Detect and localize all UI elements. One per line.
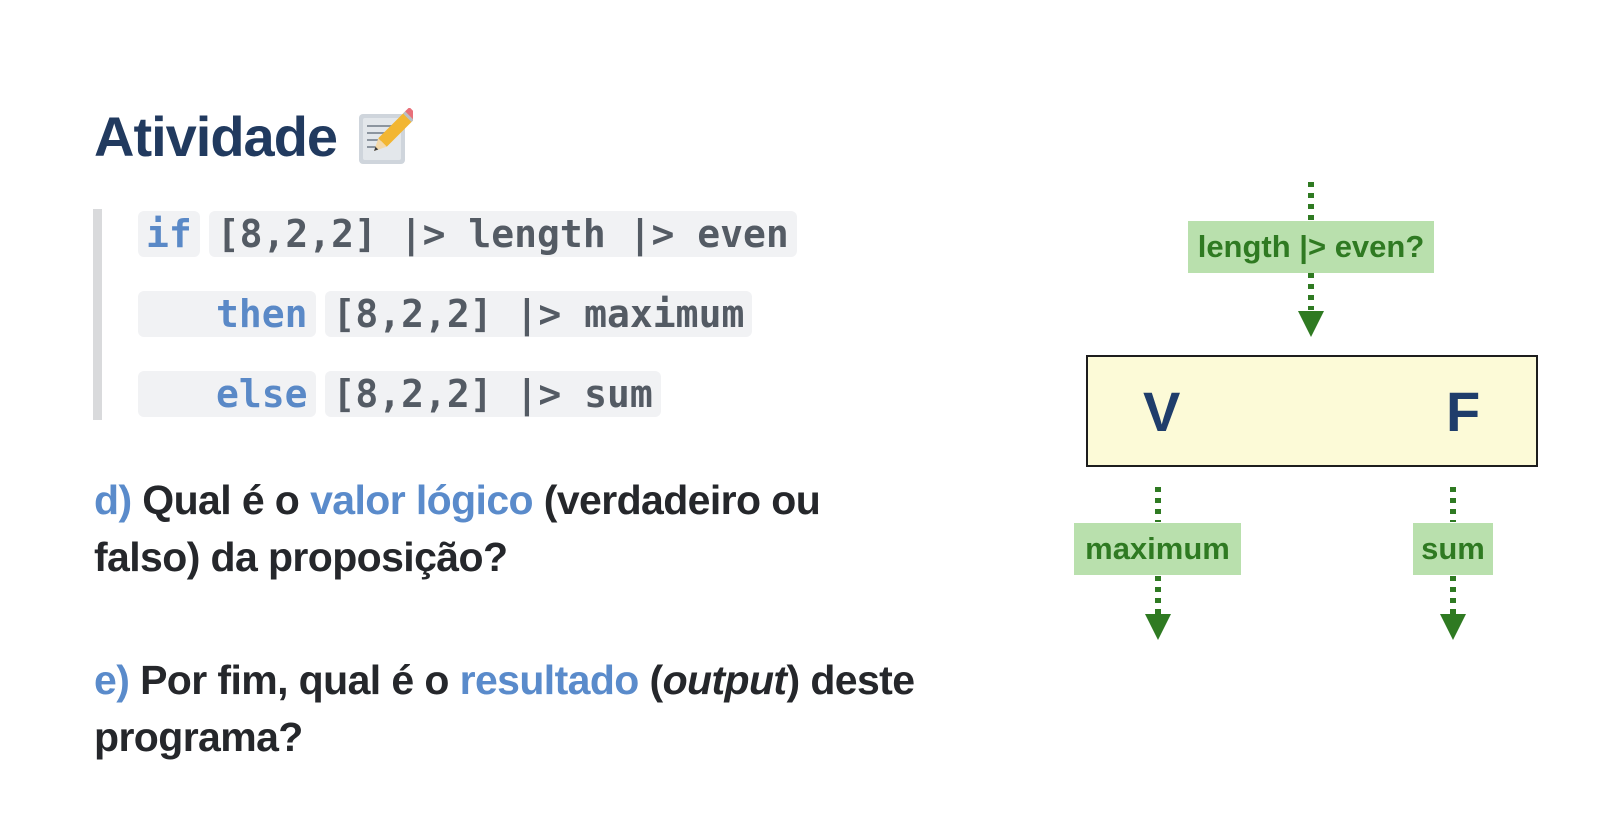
page-title: Atividade — [94, 102, 414, 172]
question-d-text-2: (verdadeiro ou falso) da proposição? — [94, 477, 821, 580]
condition-label: length |> even? — [1188, 221, 1434, 273]
question-d: d) Qual é o valor lógico (verdadeiro ou … — [94, 472, 924, 586]
decision-box: V F — [1086, 355, 1538, 467]
question-e-paren-open: ( — [649, 657, 664, 703]
question-e-highlight: resultado — [459, 657, 640, 703]
keyword-else: else — [138, 371, 316, 417]
code-if-expression: [8,2,2] |> length |> even — [208, 211, 797, 257]
code-line-then: then [8,2,2] |> maximum — [138, 291, 753, 337]
diagram-arrows — [1145, 182, 1466, 640]
code-then-expression: [8,2,2] |> maximum — [324, 291, 753, 337]
false-branch-label: sum — [1413, 523, 1493, 575]
flow-diagram: length |> even? V F maximum sum — [1060, 170, 1560, 650]
question-e-text-1: Por fim, qual é o — [140, 657, 449, 703]
question-e-label: e) — [94, 657, 130, 703]
question-e-italic: output — [662, 657, 787, 703]
question-d-highlight: valor lógico — [310, 477, 534, 523]
question-e: e) Por fim, qual é o resultado (output) … — [94, 652, 924, 766]
code-line-if: if [8,2,2] |> length |> even — [138, 211, 797, 257]
arrow-down-icon — [1440, 614, 1466, 640]
question-d-label: d) — [94, 477, 132, 523]
code-else-expression: [8,2,2] |> sum — [324, 371, 661, 417]
keyword-then: then — [138, 291, 316, 337]
question-d-text-1: Qual é o — [142, 477, 300, 523]
false-letter: F — [1446, 380, 1481, 443]
keyword-if: if — [138, 211, 200, 257]
arrow-down-icon — [1145, 614, 1171, 640]
arrow-down-icon — [1298, 311, 1324, 337]
memo-pencil-icon — [359, 108, 414, 164]
blockquote-bar — [93, 209, 102, 420]
true-branch-label: maximum — [1074, 523, 1241, 575]
title-text: Atividade — [94, 105, 338, 168]
true-letter: V — [1143, 380, 1181, 443]
question-e-text-2: ) deste programa? — [94, 657, 915, 760]
code-line-else: else [8,2,2] |> sum — [138, 371, 661, 417]
